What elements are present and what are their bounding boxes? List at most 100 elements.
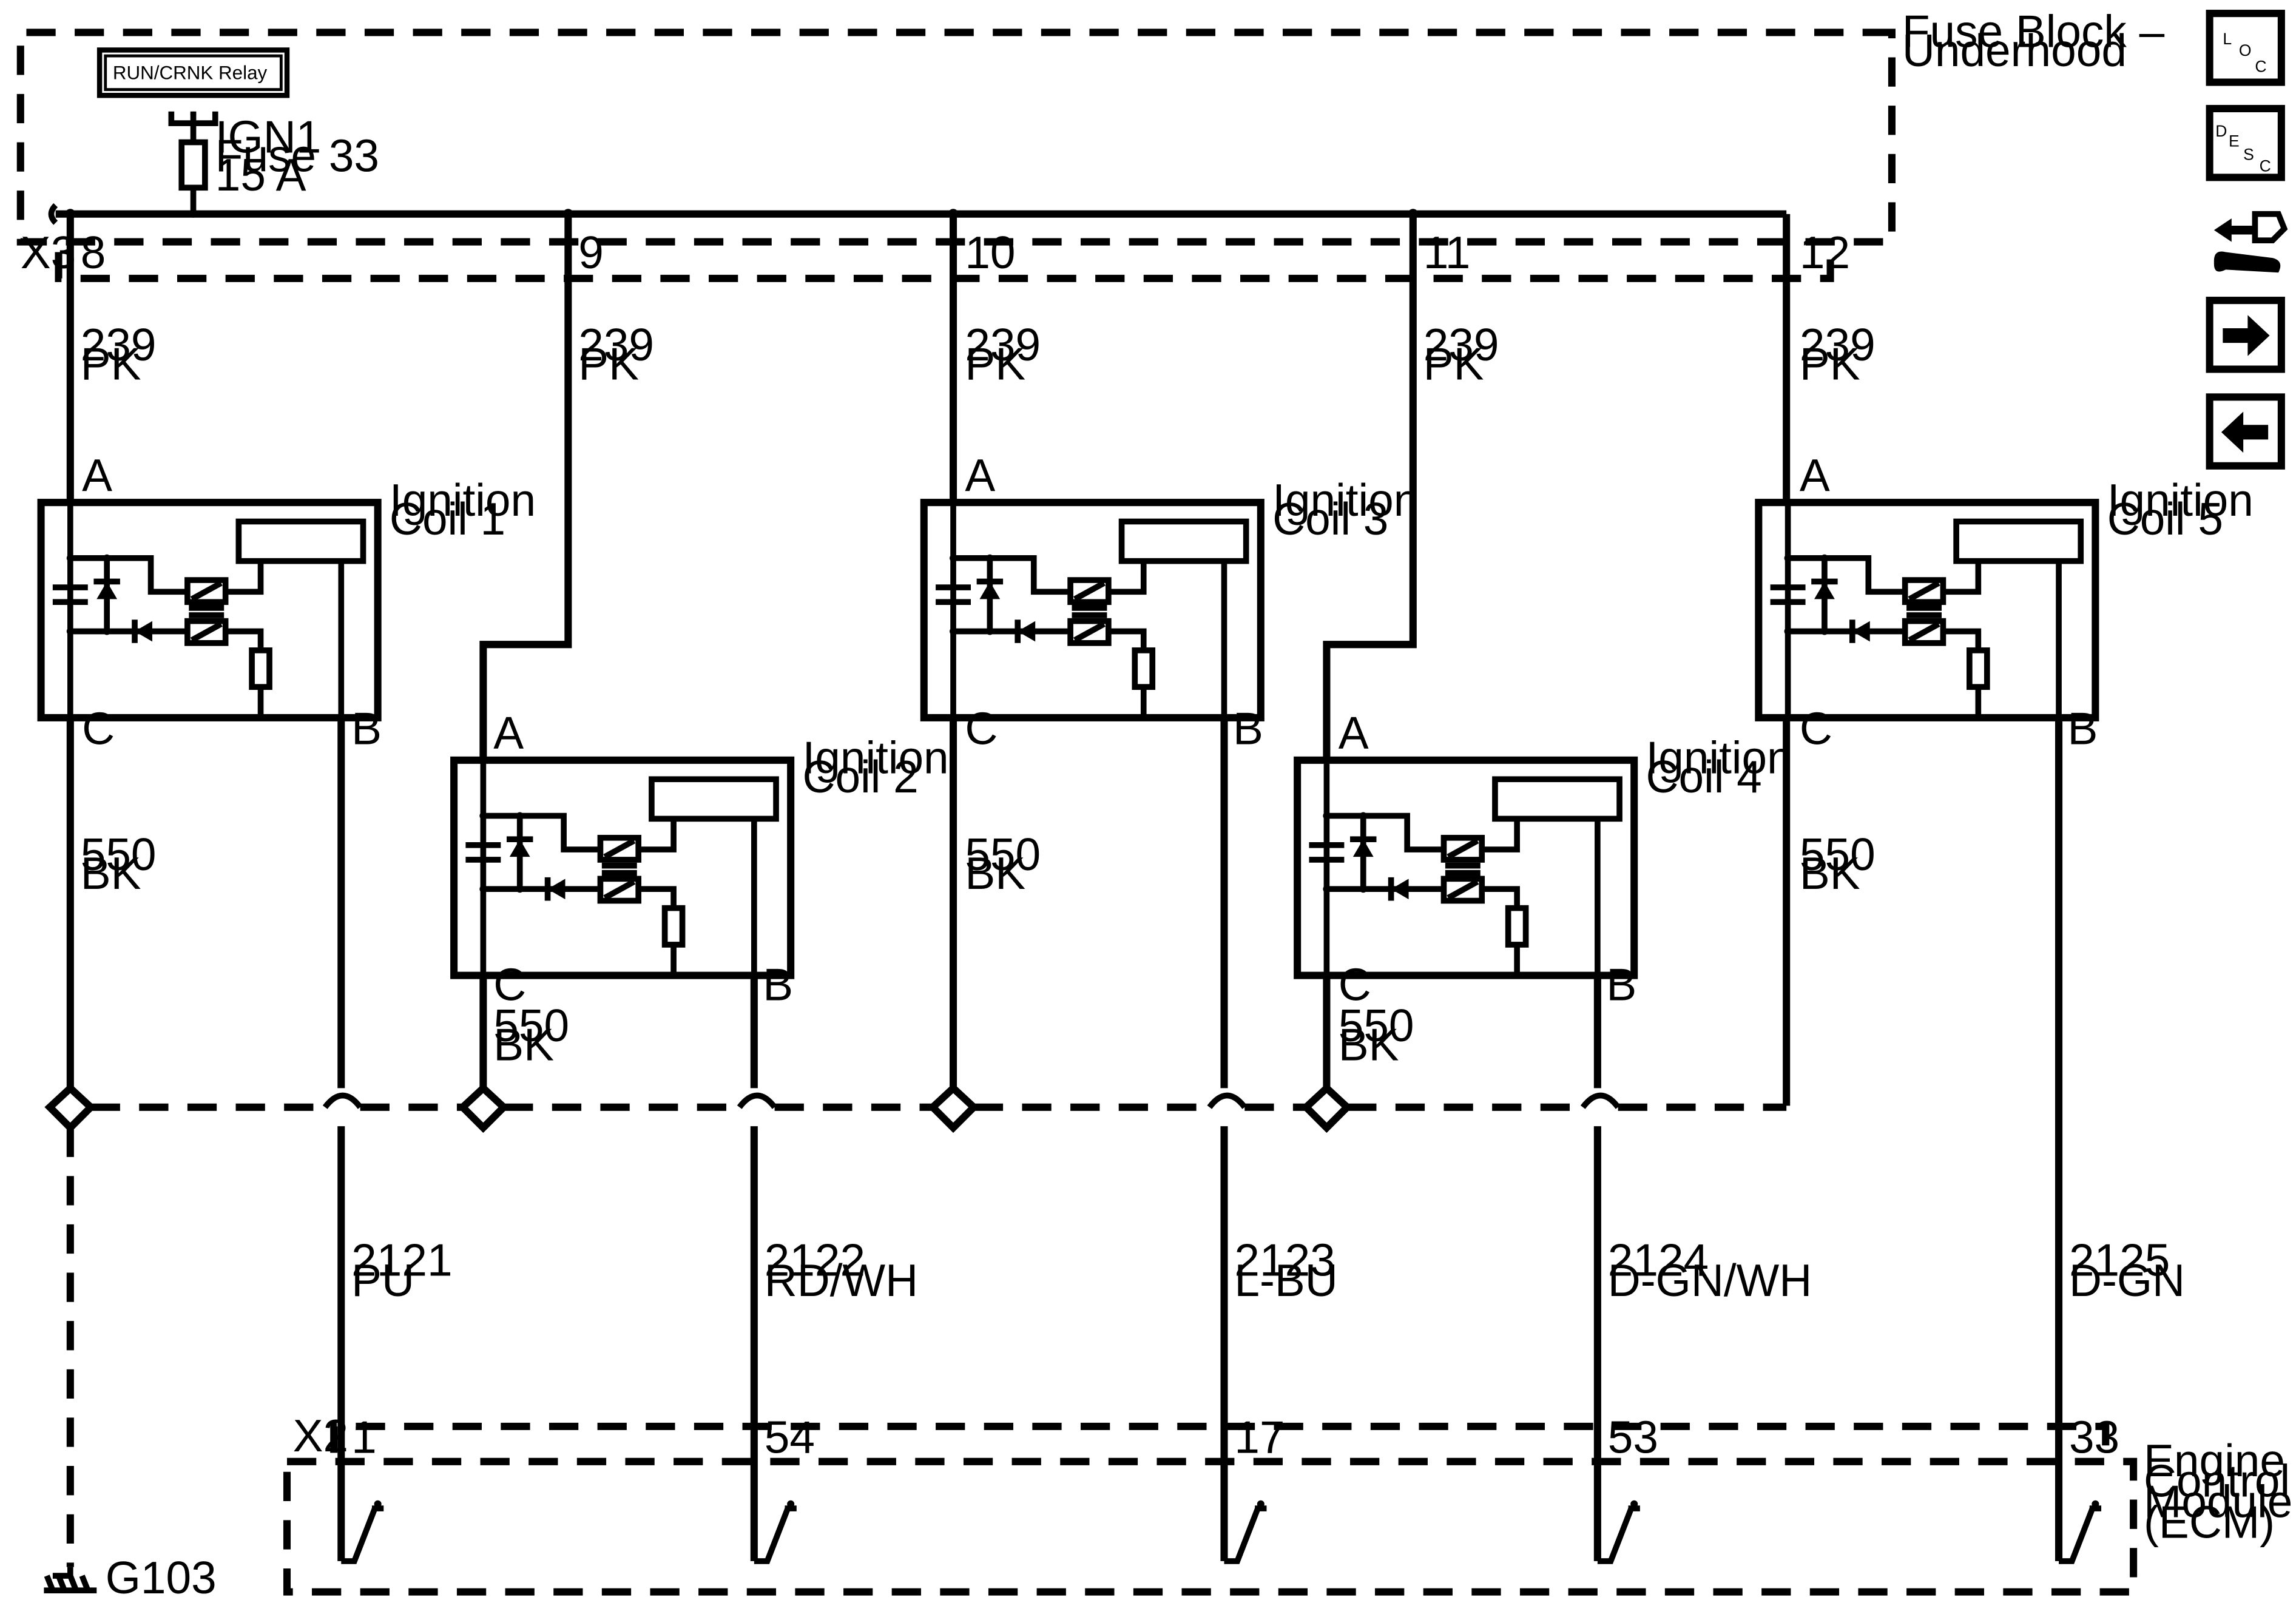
- ignition-coil-1: Ignition Coil 1 A C B: [37, 450, 536, 754]
- svg-text:PU: PU: [351, 1255, 414, 1306]
- svg-text:C: C: [2260, 157, 2271, 175]
- svg-text:C: C: [2255, 58, 2266, 76]
- coil-2-pin-b: B: [763, 959, 793, 1010]
- svg-text:Coil 4: Coil 4: [1646, 751, 1762, 802]
- svg-text:D-GN: D-GN: [2069, 1255, 2185, 1306]
- coil-3-pin-c: C: [965, 703, 998, 754]
- wire-label-239-pin8: 239 PK: [81, 319, 157, 389]
- svg-text:2122: 2122: [765, 1234, 865, 1285]
- wire-label-239-pin10: 239 PK: [965, 319, 1041, 389]
- ignition-coil-4: Ignition Coil 4 A C B: [1294, 707, 1792, 1010]
- coil-5-pin-c: C: [1800, 703, 1832, 754]
- wire-label-239-pin11: 239 PK: [1423, 319, 1499, 389]
- svg-text:Ignition: Ignition: [2107, 474, 2254, 525]
- ignition-coil-5: Ignition Coil 5 A C B: [1755, 450, 2254, 754]
- connector-x2-label: X2: [293, 1410, 349, 1461]
- location-button[interactable]: L O C: [2206, 10, 2285, 86]
- wire-label-550-coil3: 550 BK: [965, 829, 1041, 899]
- svg-text:Module: Module: [2144, 1476, 2292, 1527]
- svg-text:Engine: Engine: [2144, 1435, 2285, 1486]
- svg-text:S: S: [2243, 145, 2254, 163]
- fuse-label-line3: 15 A: [215, 149, 306, 200]
- wire-label-550-coil4: 550 BK: [1339, 1000, 1414, 1070]
- svg-text:550: 550: [81, 829, 157, 880]
- svg-text:PK: PK: [81, 338, 141, 389]
- coil-3-pin-a: A: [965, 450, 995, 501]
- connector-repair-icon[interactable]: [2205, 202, 2288, 285]
- fuse-label-line1: IGN1: [215, 111, 322, 162]
- svg-text:2123: 2123: [1234, 1234, 1335, 1285]
- coil-3-pin-b: B: [1233, 703, 1263, 754]
- svg-text:E: E: [2229, 132, 2240, 150]
- svg-text:Ignition: Ignition: [1646, 732, 1792, 783]
- wire-label-550-coil1: 550 BK: [81, 829, 157, 899]
- wire-label-2123: 2123 L-BU: [1234, 1234, 1337, 1306]
- run-crank-relay: RUN/CRNK Relay: [96, 47, 290, 144]
- fuse-block-label-line2: Underhood: [1902, 25, 2127, 76]
- fuse-33: IGN1 Fuse 33 15 A: [178, 111, 379, 218]
- ignition-coil-2: Ignition Coil 2 A C B: [450, 707, 949, 1010]
- ground-g103: G103: [44, 1552, 217, 1603]
- svg-text:Coil 1: Coil 1: [390, 493, 505, 544]
- svg-text:239: 239: [1800, 319, 1876, 370]
- next-arrow-icon[interactable]: [2206, 297, 2285, 373]
- svg-text:L: L: [2223, 30, 2232, 48]
- svg-text:BK: BK: [1800, 848, 1860, 899]
- x3-pins: 8 9 10 11 12: [81, 227, 1850, 278]
- svg-text:239: 239: [578, 319, 654, 370]
- svg-text:D-GN/WH: D-GN/WH: [1608, 1255, 1812, 1306]
- svg-text:PK: PK: [1423, 338, 1484, 389]
- svg-text:PK: PK: [1800, 338, 1860, 389]
- x3-pin-9: 9: [578, 227, 604, 278]
- ecm-driver-switches: [341, 1500, 2102, 1564]
- wire-label-2125: 2125 D-GN: [2069, 1234, 2185, 1306]
- wire-label-239-pin9: 239 PK: [578, 319, 654, 389]
- svg-text:2125: 2125: [2069, 1234, 2170, 1285]
- svg-text:2124: 2124: [1608, 1234, 1709, 1285]
- x2-pin-54: 54: [765, 1411, 815, 1462]
- x3-pin-10: 10: [965, 227, 1015, 278]
- svg-text:550: 550: [1800, 829, 1876, 880]
- svg-text:239: 239: [1423, 319, 1499, 370]
- x3-pin-12: 12: [1800, 227, 1850, 278]
- svg-text:Coil 3: Coil 3: [1272, 493, 1388, 544]
- svg-text:D: D: [2215, 122, 2227, 140]
- svg-text:2121: 2121: [351, 1234, 452, 1285]
- svg-text:O: O: [2239, 41, 2252, 59]
- coil-2-pin-a: A: [493, 707, 524, 758]
- coil-1-pin-b: B: [351, 703, 382, 754]
- x2-pin-1: 1: [351, 1411, 377, 1462]
- coil-4-pin-c: C: [1339, 959, 1371, 1010]
- svg-text:BK: BK: [81, 848, 141, 899]
- coil-4-pin-a: A: [1339, 707, 1369, 758]
- svg-text:Coil 2: Coil 2: [802, 751, 918, 802]
- x2-pin-53: 53: [1608, 1411, 1658, 1462]
- wire-label-239-pin12: 239 PK: [1800, 319, 1876, 389]
- svg-text:(ECM): (ECM): [2144, 1496, 2275, 1547]
- wire-label-2121: 2121 PU: [351, 1234, 452, 1306]
- x3-pin-11: 11: [1423, 227, 1471, 278]
- svg-text:L-BU: L-BU: [1234, 1255, 1337, 1306]
- ground-label: G103: [106, 1552, 217, 1603]
- fuse-label-line2: Fuse 33: [215, 130, 379, 181]
- x3-pin-8: 8: [81, 227, 106, 278]
- x2-pin-17: 17: [1234, 1411, 1285, 1462]
- svg-text:RD/WH: RD/WH: [765, 1255, 918, 1306]
- description-button[interactable]: D E S C: [2206, 104, 2285, 181]
- svg-text:PK: PK: [965, 338, 1025, 389]
- supply-wires: 239 PK 239 PK 239 PK 239 PK 239 PK: [65, 209, 1876, 760]
- wire-label-550-coil2: 550 BK: [493, 1000, 569, 1070]
- svg-text:239: 239: [965, 319, 1041, 370]
- ignition-coil-3: Ignition Coil 3 A C B: [920, 450, 1419, 754]
- back-arrow-icon[interactable]: [2206, 393, 2285, 470]
- wire-label-2122: 2122 RD/WH: [765, 1234, 918, 1306]
- engine-control-module: X2 1 54 17 53 33 Engine Control Module (…: [283, 1410, 2292, 1596]
- wire-label-550-coil5: 550 BK: [1800, 829, 1876, 899]
- control-wires: 2121 PU 2122 RD/WH 2123 L-BU 2124 D-GN/W…: [337, 717, 2185, 1561]
- svg-text:550: 550: [493, 1000, 569, 1051]
- fuse-block-label-line1: Fuse Block –: [1902, 6, 2165, 57]
- svg-text:550: 550: [1339, 1000, 1414, 1051]
- svg-text:BK: BK: [493, 1019, 554, 1070]
- svg-text:Ignition: Ignition: [1272, 474, 1419, 525]
